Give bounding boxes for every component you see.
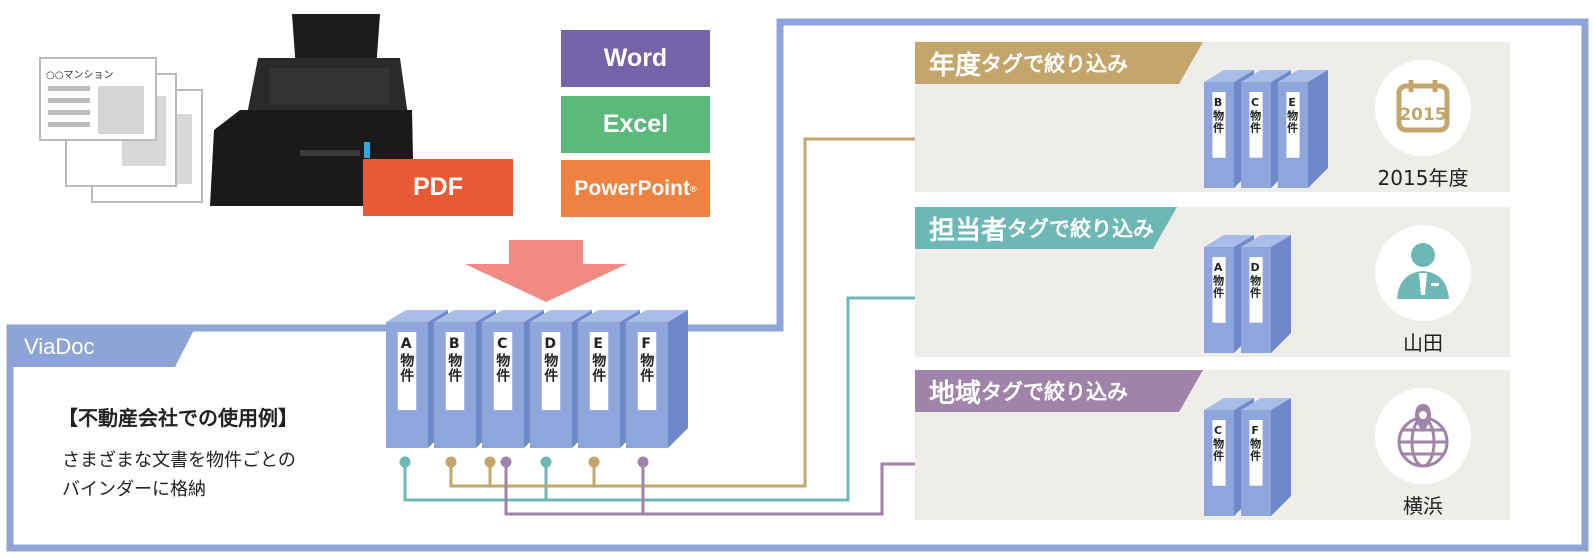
binder-label: A物件 [398,336,415,383]
binder-label: C物件 [1211,424,1225,462]
connector-dot [500,456,512,468]
filter-caption: 山田 [1403,331,1443,355]
connector-dot [588,456,600,468]
example-line-1: さまざまな文書を物件ごとの [62,450,296,471]
panel-binder-e: E物件 [1278,70,1330,188]
binder-label: C物件 [1248,96,1262,134]
binder-label: E物件 [590,336,607,383]
filter-title-sub: タグで絞り込み [1007,217,1155,241]
format-powerpoint: PowerPoint® [561,160,710,217]
binder-label: C物件 [494,336,511,383]
filter-panel-0: 年度タグで絞り込み B物件 C物件 E物件 2015 2015年度 [915,42,1510,192]
connector-dot [637,456,649,468]
filter-panel-2: 地域タグで絞り込み C物件 F物件横浜 [915,370,1510,520]
format-pdf: PDF [363,159,513,216]
connector-dot [445,456,457,468]
example-line-2: バインダーに格納 [62,479,206,500]
down-arrow-icon [465,240,627,302]
binder-f: F物件 [626,310,690,448]
filter-panel-1: 担当者タグで絞り込み A物件 D物件山田 [915,207,1510,357]
binder-label: B物件 [446,336,463,383]
example-heading: 【不動産会社での使用例】 [58,406,298,430]
filter-title-main: 地域 [929,378,982,409]
connector-dot [484,456,496,468]
connector-dot [399,456,411,468]
binder-label: F物件 [638,336,655,383]
filter-title-main: 年度 [929,50,982,81]
binder-label: F物件 [1248,424,1262,462]
filter-title: 年度タグで絞り込み [915,42,1203,84]
person-icon [1375,225,1471,321]
format-word: Word [561,30,710,87]
filter-caption: 横浜 [1403,494,1443,518]
binder-label: B物件 [1211,96,1225,134]
filter-title-main: 担当者 [929,215,1008,246]
svg-text:2015: 2015 [1399,105,1446,125]
globe-pin-icon [1375,388,1471,484]
document-pages-icon [39,57,203,203]
binder-label: E物件 [1285,96,1299,134]
filter-title: 地域タグで絞り込み [915,370,1203,412]
document-sample-title: ○○マンション [46,70,114,81]
viadoc-label: ViaDoc [24,334,95,359]
panel-binder-f: F物件 [1241,398,1293,516]
format-excel: Excel [561,96,710,153]
scanner-icon [210,14,414,206]
filter-title-sub: タグで絞り込み [981,380,1129,404]
binder-label: A物件 [1211,261,1225,299]
filter-caption: 2015年度 [1377,166,1469,190]
calendar-icon: 2015 [1375,60,1471,156]
connector-dot [540,456,552,468]
filter-title-sub: タグで絞り込み [981,52,1129,76]
binder-label: D物件 [542,336,559,383]
filter-title: 担当者タグで絞り込み [915,207,1177,249]
binder-label: D物件 [1248,261,1262,299]
panel-binder-d: D物件 [1241,235,1293,353]
